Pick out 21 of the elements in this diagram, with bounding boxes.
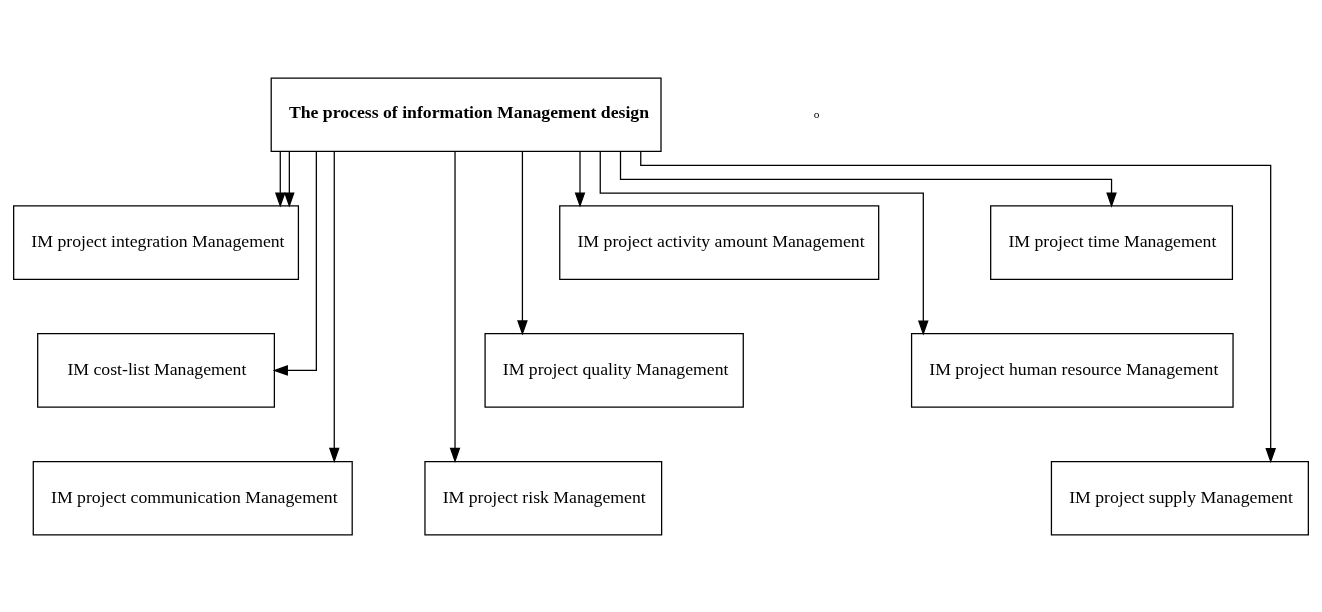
arrow (449, 150, 461, 463)
node-box: IM project integration Management (13, 204, 300, 280)
label: o (813, 107, 820, 120)
node-box: IM project risk Management (424, 460, 663, 536)
arrow (574, 150, 586, 208)
node-box: IM project time Management (990, 204, 1234, 280)
arrow (272, 150, 317, 376)
arrow (599, 150, 929, 336)
arrow (517, 150, 528, 336)
arrow (274, 150, 286, 208)
node-box: IM project quality Management (484, 332, 744, 408)
node-box: IM project communication Management (32, 460, 353, 536)
node-box: IM project activity amount Management (559, 204, 880, 280)
arrow (640, 150, 1276, 463)
node-box: IM project human resource Management (910, 332, 1234, 408)
node-box: IM project supply Management (1050, 460, 1309, 536)
arrow (284, 150, 295, 208)
node-box: IM cost-list Management (37, 332, 275, 408)
arrow (619, 150, 1117, 208)
node-box: The process of information Management design (270, 76, 662, 152)
arrow (328, 150, 340, 463)
